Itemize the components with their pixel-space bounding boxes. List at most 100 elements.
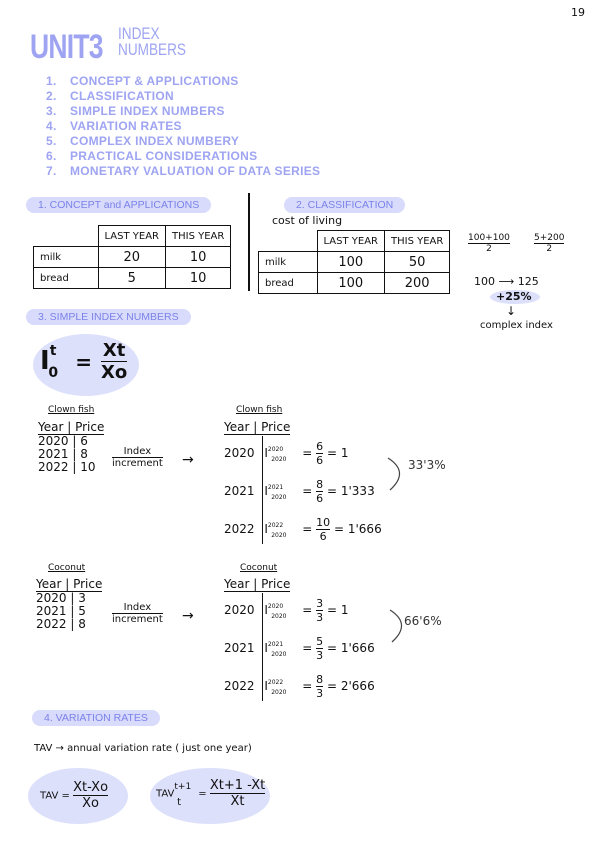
numerator: Xt [102,340,126,361]
col-header: Year [36,577,62,591]
tav-definition: TAV → annual variation rate ( just one y… [34,743,252,754]
table-cell: 5 [97,267,166,289]
percent-change: +25% [496,290,532,303]
arrow-bottom-label: increment [112,457,163,469]
denominator: 2 [486,244,492,254]
row-label: bread [33,267,99,289]
arrow-top-label: Index [123,446,152,457]
sup: t+1 [174,781,192,792]
denominator: Xo [101,362,128,383]
section1-table: LAST YEAR THIS YEAR milk 20 10 bread 5 1… [33,225,232,289]
clownfish-percent-note: 33'3% [408,458,446,472]
section4-heading: 4. VARIATION RATES [32,710,160,726]
section2-heading: 2. CLASSIFICATION [284,197,406,213]
toc-item: 3.SIMPLE INDEX NUMBERS [46,104,225,118]
curved-bracket-icon [387,457,401,491]
sub: 0 [48,365,59,381]
coconut-table: Year | Price 2020 | 3 2021 | 5 2022 | 8 [36,577,103,631]
table-of-contents: 1.CONCEPT & APPLICATIONS 2.CLASSIFICATIO… [46,74,320,179]
section2-table: LAST YEAR THIS YEAR milk 100 50 bread 10… [258,230,451,294]
clownfish-arrow-label: Index increment [112,446,163,469]
right-arrow-icon: ⟶ [498,275,518,288]
column-divider [262,593,263,701]
section3-heading: 3. SIMPLE INDEX NUMBERS [26,309,191,325]
column-divider [262,436,263,544]
row-label: milk [258,251,318,273]
formula-highlight [28,768,128,824]
denominator: Xt [230,794,245,809]
formula-highlight [150,768,270,824]
col-header: LAST YEAR [97,225,166,247]
clownfish-table: Year | Price 2020 | 6 2021 | 8 2022 | 10 [38,420,105,474]
toc-item: 4.VARIATION RATES [46,119,182,133]
sup: t [49,343,57,359]
numerator: 5+200 [534,233,565,243]
toc-item: 6.PRACTICAL CONSIDERATIONS [46,149,258,163]
toc-item: 5.COMPLEX INDEX NUMBERY [46,134,240,148]
unit-subtitle: INDEX NUMBERS [118,24,187,59]
tav-label: TAV [156,788,175,800]
coconut-percent-note: 66'6% [404,614,442,628]
table-cell: 100 [316,251,385,273]
page-number: 19 [571,6,585,19]
toc-item: 7.MONETARY VALUATION OF DATA SERIES [46,164,321,178]
row-label: milk [33,246,99,268]
toc-item: 1.CONCEPT & APPLICATIONS [46,74,239,88]
col-header: Price [75,420,105,434]
table-cell: 100 [316,272,385,294]
unit-title: UNIT3 [30,28,104,66]
index-change: 100 ⟶ 125 [474,275,539,288]
from-value: 100 [474,275,495,288]
col-header: LAST YEAR [316,230,385,252]
coconut-title: Coconut [48,563,86,573]
right-arrow-icon: → [182,452,194,468]
numerator: Xt-Xo [73,780,109,795]
coconut-title-right: Coconut [240,563,278,573]
tav-label: TAV = [40,790,70,802]
formula-highlight [33,334,139,396]
toc-item: 2.CLASSIFICATION [46,89,174,103]
section1-heading: 1. CONCEPT and APPLICATIONS [26,197,212,213]
row-label: bread [258,272,318,294]
arrow-bottom-label: increment [112,613,163,625]
col-header: Year [38,420,64,434]
clownfish-title-right: Clown fish [236,405,283,415]
numerator: Xt+1 -Xt [209,778,266,793]
curved-bracket-icon [389,609,403,643]
cost-of-living-caption: cost of living [272,214,343,227]
table-cell: 200 [383,272,451,294]
unit-subtitle-line2: NUMBERS [118,40,187,59]
unit-subtitle-line1: INDEX [118,24,160,43]
numerator: 100+100 [468,233,510,243]
right-arrow-icon: → [182,608,194,624]
col-header: THIS YEAR [164,225,232,247]
table-cell: 10 [164,246,232,268]
vertical-divider [248,193,250,291]
down-arrow-icon: ↓ [506,304,517,318]
highlight-blob [490,290,540,304]
table-cell: 20 [97,246,166,268]
to-value: 125 [517,275,539,288]
coconut-arrow-label: Index increment [112,602,163,625]
coconut-calc-header: Year | Price [224,577,291,592]
sub: t [177,796,182,808]
col-header: THIS YEAR [383,230,451,252]
denominator: Xo [82,796,99,811]
complex-index-note: complex index [480,320,553,331]
clownfish-calc-header: Year | Price [224,420,291,435]
arrow-top-label: Index [123,602,152,613]
index-symbol: I [40,346,50,376]
denominator: 2 [546,244,553,254]
table-cell: 50 [383,251,451,273]
